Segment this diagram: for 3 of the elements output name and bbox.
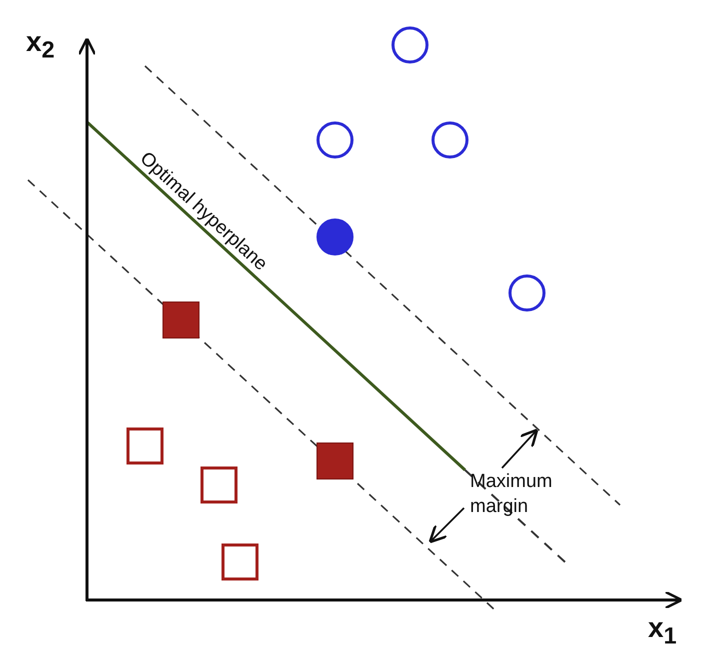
annotation-text: Maximum margin — [470, 470, 554, 519]
axis-label: x$_{2}$ — [26, 26, 55, 64]
axis-label: x$_{1}$ — [648, 612, 677, 650]
